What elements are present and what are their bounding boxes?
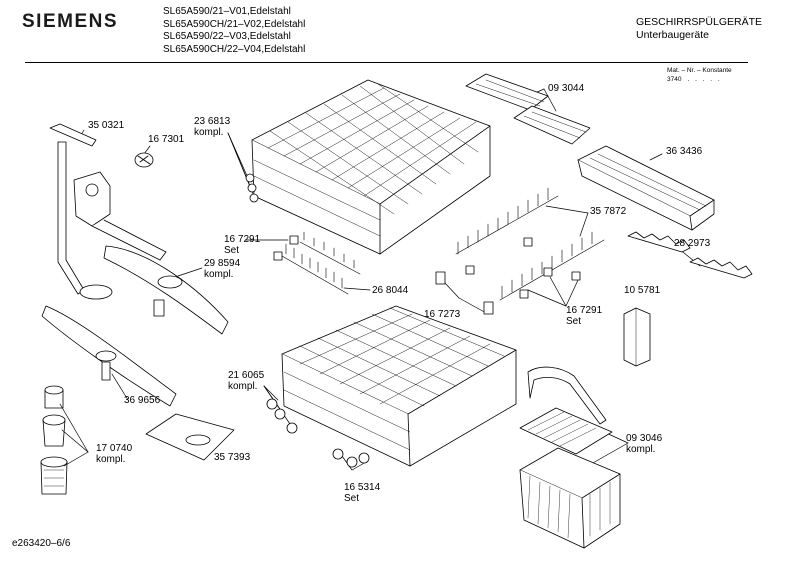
cutlery-cup-drawing bbox=[623, 307, 651, 367]
material-number-value: 3740 bbox=[667, 76, 682, 83]
cutlery-basket-drawing bbox=[519, 366, 621, 549]
category-heading: GESCHIRRSPÜLGERÄTE Unterbaugeräte bbox=[636, 16, 762, 41]
part-note: kompl. bbox=[204, 269, 234, 280]
filter-drawing bbox=[40, 385, 68, 495]
part-number: 09 3046 bbox=[626, 433, 663, 444]
nozzle-drawing bbox=[134, 152, 154, 168]
part-label-350321: 35 0321 bbox=[88, 120, 124, 131]
part-number: 26 8044 bbox=[372, 285, 409, 296]
part-number: 35 7393 bbox=[214, 452, 251, 463]
part-label-167273: 16 7273 bbox=[424, 309, 460, 320]
part-label-363436: 36 3436 bbox=[666, 146, 702, 157]
part-label-357393: 35 7393 bbox=[214, 452, 250, 463]
part-label-357872: 35 7872 bbox=[590, 206, 626, 217]
part-note: kompl. bbox=[626, 444, 656, 455]
category-subtitle: Unterbaugeräte bbox=[636, 28, 709, 41]
part-number: 36 3436 bbox=[666, 146, 703, 157]
part-label-268044: 26 8044 bbox=[372, 285, 408, 296]
part-note: Set bbox=[344, 493, 360, 504]
part-label-167301: 16 7301 bbox=[148, 134, 184, 145]
material-number-dots: . . . . . bbox=[687, 76, 722, 83]
part-number: 35 0321 bbox=[88, 120, 125, 131]
header-divider bbox=[25, 62, 748, 63]
model-line: SL65A590CH/22–V04,Edelstahl bbox=[163, 43, 306, 55]
part-number: 23 6813 bbox=[194, 116, 231, 127]
part-number: 16 7291 bbox=[566, 305, 603, 316]
part-number: 21 6065 bbox=[228, 370, 265, 381]
cup-rack-drawing bbox=[465, 73, 591, 145]
lower-spray-arm-drawing bbox=[41, 305, 177, 407]
filter-plate-drawing bbox=[145, 413, 235, 461]
part-number: 29 8594 bbox=[204, 258, 241, 269]
model-line: SL65A590/22–V03,Edelstahl bbox=[163, 31, 291, 43]
part-label-369656: 36 9656 bbox=[124, 395, 160, 406]
material-number-value-row: 3740 . . . . . bbox=[667, 75, 732, 84]
part-number: 16 7273 bbox=[424, 309, 461, 320]
brand-logo: SIEMENS bbox=[22, 11, 119, 32]
part-note: Set bbox=[224, 245, 240, 256]
material-number-label: Mat. – Nr. – Konstante bbox=[667, 67, 732, 74]
part-label-105781: 10 5781 bbox=[624, 285, 660, 296]
model-line: SL65A590/21–V01,Edelstahl bbox=[163, 6, 291, 17]
part-number: 16 7301 bbox=[148, 134, 185, 145]
model-list: SL65A590/21–V01,Edelstahl SL65A590CH/21–… bbox=[163, 6, 305, 56]
leader-lines bbox=[59, 88, 701, 477]
part-note: kompl. bbox=[194, 127, 224, 138]
part-number: 17 0740 bbox=[96, 443, 133, 454]
part-number: 36 9656 bbox=[124, 395, 161, 406]
cutlery-drawer-drawing bbox=[577, 145, 715, 231]
part-note: Set bbox=[566, 316, 582, 327]
upper-basket-drawing bbox=[245, 79, 491, 255]
model-line: SL65A590CH/21–V02,Edelstahl bbox=[163, 18, 306, 30]
clip-drawing bbox=[273, 235, 581, 315]
part-number: 10 5781 bbox=[624, 285, 661, 296]
lower-basket-drawing bbox=[266, 305, 517, 468]
part-label-093044: 09 3044 bbox=[548, 83, 584, 94]
drawing-code: e263420–6/6 bbox=[12, 538, 71, 549]
part-note: kompl. bbox=[96, 454, 126, 465]
part-number: 16 5314 bbox=[344, 482, 381, 493]
part-label-282973: 28 2973 bbox=[674, 238, 710, 249]
step-insert-drawing bbox=[627, 231, 753, 279]
part-number: 09 3044 bbox=[548, 83, 585, 94]
category-title: GESCHIRRSPÜLGERÄTE bbox=[636, 16, 763, 28]
upper-spray-arm-drawing bbox=[103, 245, 229, 335]
part-number: 16 7291 bbox=[224, 234, 261, 245]
part-note: kompl. bbox=[228, 381, 258, 392]
spray-pipe-drawing bbox=[49, 123, 167, 300]
part-number: 35 7872 bbox=[590, 206, 627, 217]
part-number: 28 2973 bbox=[674, 238, 711, 249]
material-number-block: Mat. – Nr. – Konstante 3740 . . . . . bbox=[667, 66, 732, 84]
